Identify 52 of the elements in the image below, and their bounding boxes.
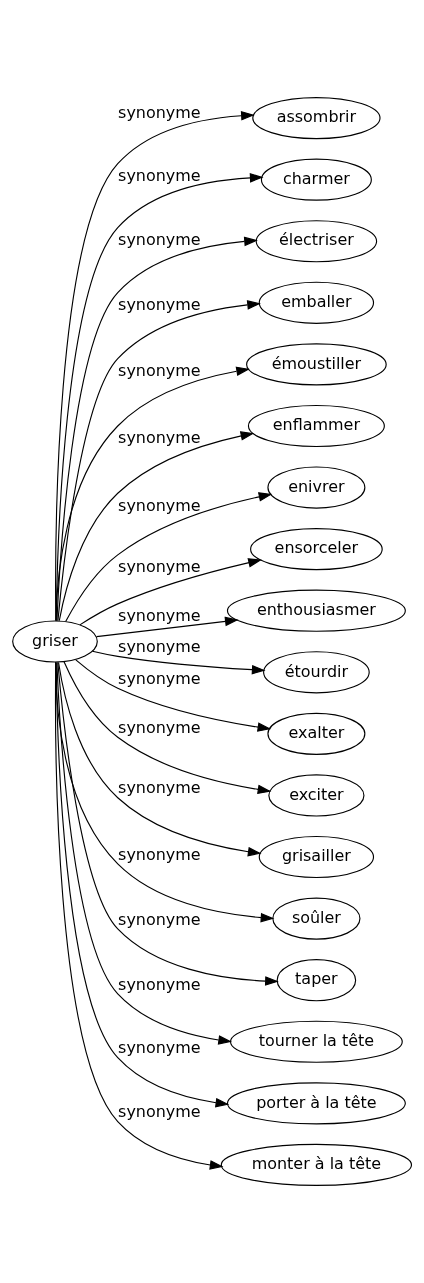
node-ellipse: tourner la tête — [229, 1020, 403, 1063]
node-ellipse: charmer — [260, 158, 372, 201]
edge-label: synonyme — [118, 1038, 201, 1058]
edge-label: synonyme — [118, 1102, 201, 1122]
node-ellipse: assombrir — [252, 97, 381, 140]
arrow — [57, 300, 261, 622]
arrow — [55, 173, 264, 622]
arrow — [57, 661, 279, 986]
edge-label: synonyme — [118, 974, 201, 994]
edge-label: synonyme — [118, 428, 201, 448]
arrow — [56, 661, 232, 1045]
node-ellipse: exalter — [267, 712, 366, 755]
node-ellipse: emballer — [258, 281, 375, 324]
edge-label: synonyme — [118, 229, 201, 249]
edge-label: synonyme — [118, 495, 201, 515]
edge-label: synonyme — [118, 166, 201, 186]
node-ellipse: taper — [276, 959, 357, 1002]
arrow — [91, 650, 266, 675]
arrow — [79, 558, 262, 626]
edge-label: synonyme — [118, 557, 201, 577]
edge-label: synonyme — [118, 636, 201, 656]
node-ellipse: grisailler — [258, 835, 375, 879]
arrow — [55, 110, 255, 621]
edge-label: synonyme — [118, 294, 201, 314]
node-ellipse: exciter — [268, 774, 365, 817]
arrow — [65, 492, 273, 623]
node-ellipse: griser — [12, 620, 98, 663]
edge-label: synonyme — [118, 606, 201, 626]
arrow — [58, 661, 262, 857]
node-ellipse: monter à la tête — [220, 1143, 413, 1186]
edge-label: synonyme — [118, 844, 201, 864]
arrow — [58, 431, 255, 622]
node-ellipse: enflammer — [247, 404, 385, 448]
node-ellipse: électriser — [255, 220, 378, 263]
arrow — [55, 366, 250, 622]
edge-label: synonyme — [118, 103, 201, 123]
edge-label: synonyme — [118, 717, 201, 737]
edge-label: synonyme — [118, 778, 201, 798]
node-ellipse: ensorceler — [250, 528, 383, 571]
arrow — [56, 236, 258, 622]
arrow — [63, 661, 272, 795]
node-ellipse: émoustiller — [246, 343, 387, 386]
edge-label: synonyme — [118, 909, 201, 929]
arrow — [75, 659, 272, 732]
node-ellipse: porter à la tête — [226, 1082, 406, 1125]
node-ellipse: soûler — [272, 897, 361, 940]
edge-label: synonyme — [118, 668, 201, 688]
node-ellipse: enivrer — [267, 466, 366, 509]
node-ellipse: étourdir — [263, 651, 370, 694]
edge-label: synonyme — [118, 361, 201, 381]
arrow — [55, 661, 275, 923]
arrow — [96, 616, 239, 638]
